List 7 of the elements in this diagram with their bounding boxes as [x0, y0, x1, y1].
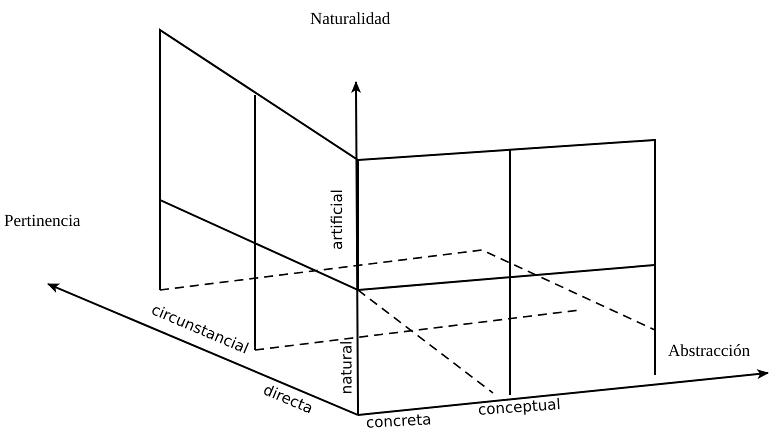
axis-label: Abstracción: [668, 342, 750, 359]
tick-label: natural: [339, 340, 354, 394]
tick-label: conceptual: [478, 397, 562, 418]
tick-label: concreta: [366, 412, 432, 431]
tick-label: artificial: [330, 189, 345, 250]
axis-label: Pertinencia: [4, 212, 80, 229]
axis-label: Naturalidad: [310, 10, 390, 27]
